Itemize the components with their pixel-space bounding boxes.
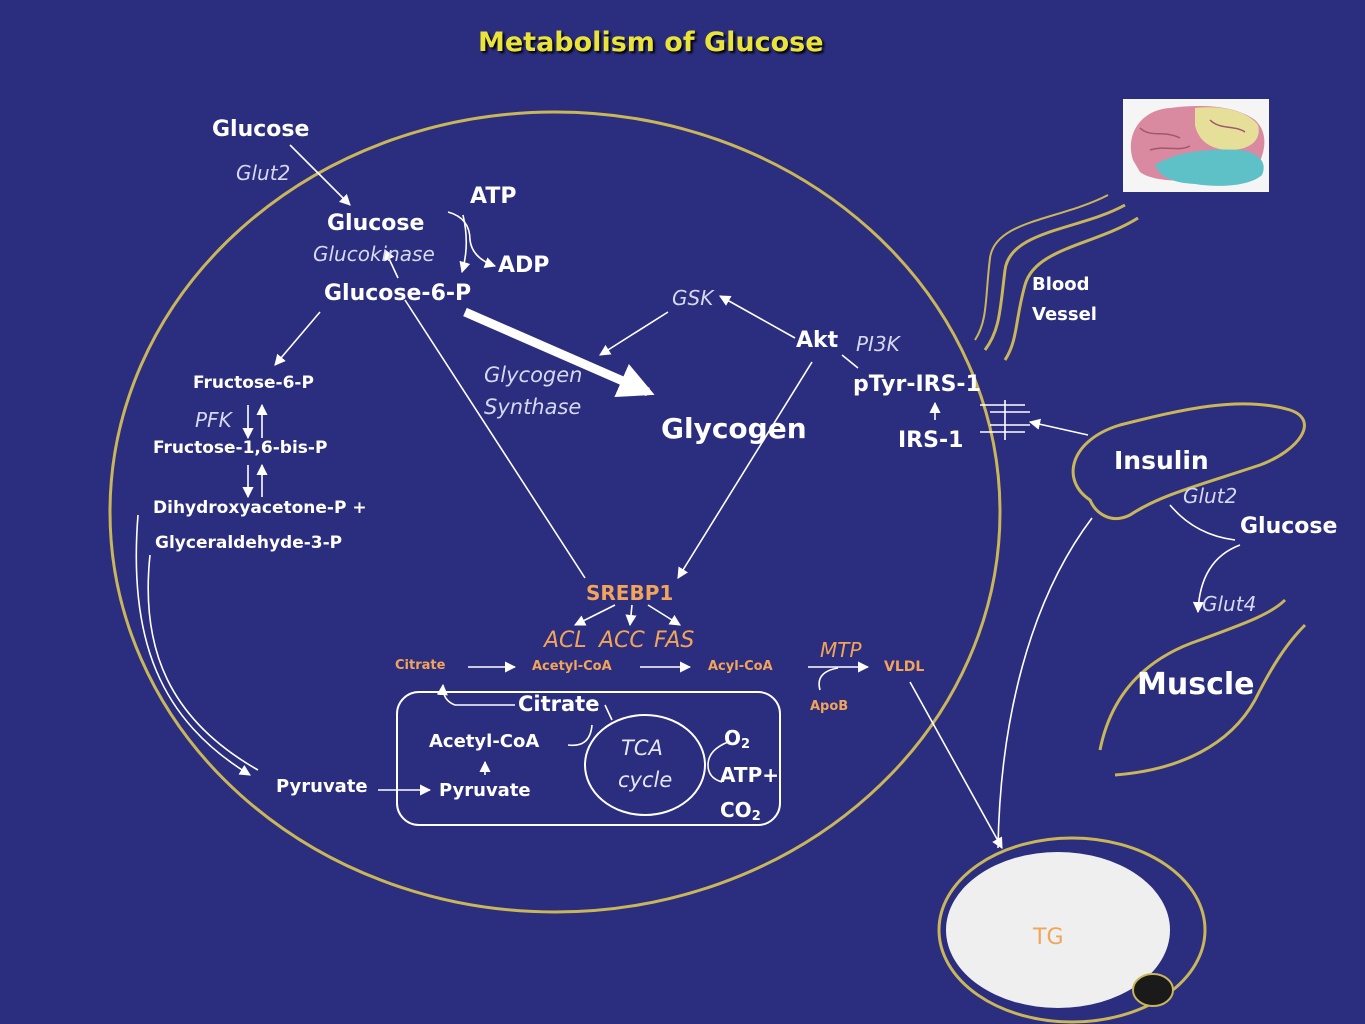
- label-glut2-pancreas: Glut2: [1183, 484, 1238, 508]
- label-glucose-inside: Glucose: [327, 211, 425, 236]
- label-glycogen-synthase-line2: Synthase: [484, 395, 582, 419]
- arrow-glycolysis-to-pyruvate-2: [147, 554, 259, 771]
- arrow-g6p-to-f6p: [274, 311, 321, 366]
- arrow-akt-to-srebp: [677, 361, 813, 579]
- adipocyte-nucleus: [1132, 973, 1174, 1007]
- arrow-vldl-to-tg: [909, 681, 1003, 849]
- label-atp: ATP: [470, 184, 517, 209]
- tca-cycle-circle: [584, 714, 706, 816]
- label-acetyl-coa-cytosol: Acetyl-CoA: [532, 659, 612, 674]
- label-akt: Akt: [796, 328, 839, 353]
- label-fructose-1-6-bis-p: Fructose-1,6-bis-P: [153, 438, 328, 458]
- label-acetyl-coa-mito: Acetyl-CoA: [429, 731, 540, 752]
- arrow-srebp-fas: [647, 604, 681, 626]
- label-fructose-6-p: Fructose-6-P: [193, 373, 314, 393]
- label-pi3k: PI3K: [856, 332, 900, 356]
- label-glucokinase: Glucokinase: [313, 242, 435, 266]
- label-citrate-mito: Citrate: [518, 692, 600, 716]
- blood-vessel: [974, 194, 1139, 361]
- arrow-apob: [818, 667, 839, 691]
- label-srebp1: SREBP1: [586, 581, 674, 605]
- arrow-acetylcoa-to-tca: [567, 724, 593, 747]
- co2-subscript: 2: [751, 809, 761, 824]
- arrow-glucokinase: [459, 214, 471, 274]
- label-glucose-6-p: Glucose-6-P: [324, 281, 472, 306]
- arrow-tca-o2: [707, 741, 729, 783]
- arrow-srebp-acc: [625, 604, 637, 627]
- label-o2: O2: [724, 728, 750, 751]
- label-pyruvate-mito: Pyruvate: [439, 780, 531, 801]
- arrow-g6p-to-glycogen: [463, 307, 655, 397]
- label-acyl-coa: Acyl-CoA: [708, 659, 773, 674]
- arrow-pancreas-to-tg: [997, 517, 1093, 849]
- arrow-atp-adp: [447, 211, 497, 268]
- label-glycogen-synthase-line1: Glycogen: [484, 363, 583, 387]
- label-glucose-outside: Glucose: [212, 117, 310, 142]
- arrow-citrate-export: [436, 683, 515, 706]
- label-co2: CO2: [720, 800, 761, 823]
- liver-cell-outline: [108, 110, 1002, 914]
- label-glut2-in: Glut2: [236, 161, 291, 185]
- label-citrate-cytosol: Citrate: [395, 658, 446, 673]
- arrow-akt-to-ptyr: [841, 354, 859, 369]
- label-acl: ACL: [544, 628, 587, 653]
- lipid-droplet: [946, 852, 1170, 1008]
- page-title: Metabolism of Glucose: [478, 27, 824, 58]
- label-glyceraldehyde-3-p: Glyceraldehyde-3-P: [155, 533, 343, 553]
- pancreas-outline: [1071, 402, 1306, 521]
- label-tg: TG: [1033, 925, 1064, 950]
- arrow-insulin-to-receptor: [1028, 418, 1089, 436]
- label-gsk: GSK: [672, 286, 714, 310]
- label-dihydroxyacetone-p: Dihydroxyacetone-P +: [153, 498, 367, 518]
- label-pfk: PFK: [195, 408, 232, 432]
- brain-image: [1123, 99, 1269, 192]
- label-muscle: Muscle: [1137, 667, 1255, 702]
- arrow-glycolysis-to-pyruvate-1: [135, 514, 251, 776]
- arrow-srebp-acl: [573, 604, 616, 626]
- muscle-outline: [1098, 598, 1307, 777]
- arrow-g6p-to-srebp: [404, 299, 586, 579]
- label-vessel: Vessel: [1032, 304, 1097, 325]
- label-irs-1: IRS-1: [898, 428, 964, 453]
- arrow-glucose-to-glut2: [1169, 504, 1236, 541]
- arrow-gsk-to-synthase: [599, 311, 669, 356]
- label-cycle: cycle: [618, 768, 673, 792]
- arrow-g6p-to-glucose: [384, 248, 399, 279]
- o2-text: O: [724, 726, 742, 750]
- arrow-glucose-to-muscle: [1192, 544, 1241, 614]
- adipocyte-outline: [937, 836, 1207, 1024]
- label-glut4: Glut4: [1202, 592, 1257, 616]
- label-insulin: Insulin: [1114, 446, 1209, 475]
- label-adp: ADP: [498, 253, 550, 278]
- label-vldl: VLDL: [884, 659, 925, 675]
- label-blood: Blood: [1032, 274, 1090, 295]
- arrow-tca-to-citrate: [604, 704, 613, 721]
- label-pyruvate-cytosol: Pyruvate: [276, 776, 368, 797]
- label-acc: ACC: [599, 628, 645, 653]
- label-glycogen: Glycogen: [661, 412, 807, 445]
- label-atp-plus: ATP+: [720, 763, 779, 787]
- pathway-arrows: [135, 144, 1241, 849]
- label-fas: FAS: [654, 628, 695, 653]
- label-mtp: MTP: [820, 638, 862, 662]
- co2-text: CO: [720, 798, 752, 822]
- o2-subscript: 2: [741, 737, 751, 752]
- label-glucose-right: Glucose: [1240, 514, 1338, 539]
- label-ptyr-irs-1: pTyr-IRS-1: [853, 372, 981, 397]
- arrow-glucose-uptake: [289, 144, 351, 206]
- insulin-receptor: [980, 400, 1030, 440]
- mitochondrion-box: [396, 691, 781, 826]
- label-apob: ApoB: [810, 699, 849, 714]
- arrow-akt-to-gsk: [719, 295, 796, 339]
- label-tca: TCA: [621, 736, 663, 760]
